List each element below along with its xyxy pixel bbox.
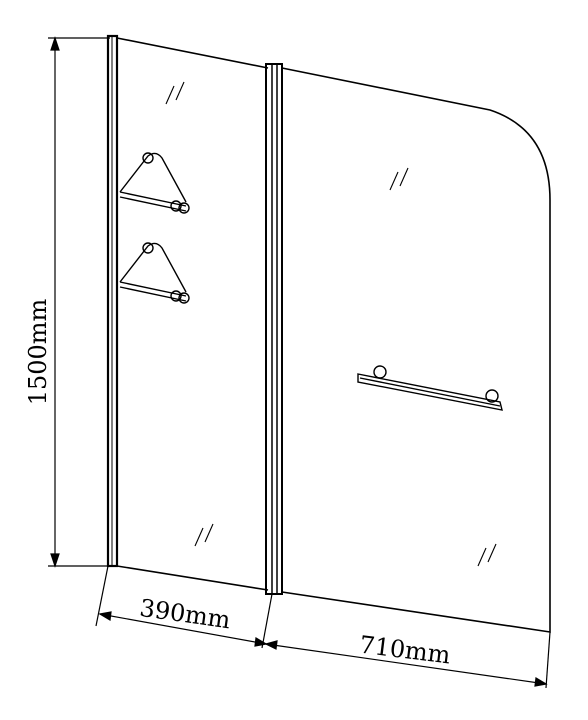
fixed-width-left-extension [95,565,109,627]
fixed-width-arrow-right-icon [254,637,268,647]
swing-width-arrow-right-icon [534,677,548,687]
fixed-width-arrow-left-icon [98,611,112,621]
towel-bar-icon [357,365,503,411]
glass-reflection-icon [165,81,185,105]
height-label: 1500mm [24,298,52,405]
fixed-width-right-extension [261,593,273,649]
glass-reflection-icon [389,167,409,191]
width-dimensions [95,565,551,689]
swing-panel-width-label: 710mm [358,631,452,670]
height-arrow-top-icon [50,36,60,51]
fixed-panel-width-label: 390mm [138,594,233,634]
swing-width-arrow-left-icon [264,640,278,650]
swing-width-dimension-line [265,643,547,685]
corner-shelf-icon [119,242,190,304]
fixed-panel-bottom-edge [116,565,269,591]
height-dimension [48,36,110,568]
height-arrow-bottom-icon [50,553,60,568]
fixed-width-dimension-line [99,613,267,645]
hinge-profile [265,63,283,595]
fixed-panel [106,34,269,591]
swing-width-right-extension [545,631,551,689]
glass-reflection-icon [477,543,497,567]
corner-shelf-icon [119,152,190,214]
glass-reflection-icon [194,523,214,547]
fixed-panel-top-edge [116,37,269,69]
hinge-profile-body [265,63,283,595]
swing-panel-outline [281,67,551,633]
swing-panel [281,67,551,633]
